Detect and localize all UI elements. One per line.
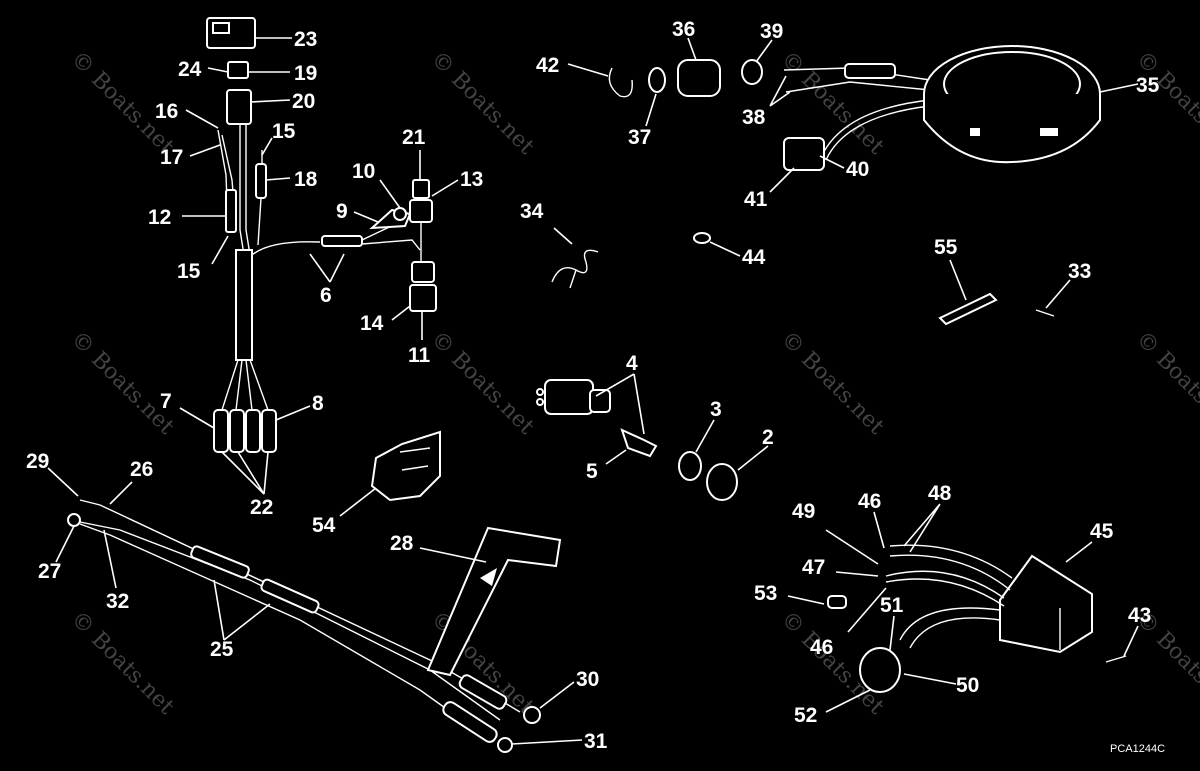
callout-label: 38 bbox=[742, 106, 766, 129]
callout-label: 35 bbox=[1136, 74, 1160, 97]
callout-label: 52 bbox=[794, 704, 817, 727]
callout-label: 39 bbox=[760, 20, 783, 43]
watermark: © Boats.net bbox=[66, 327, 179, 440]
rectifier bbox=[827, 544, 1127, 693]
plate bbox=[938, 292, 998, 326]
callout-label: 29 bbox=[26, 450, 49, 473]
callout-label: 15 bbox=[177, 260, 201, 283]
callout-label: 22 bbox=[250, 496, 273, 519]
callout-label: 44 bbox=[742, 246, 766, 269]
callout-label: 23 bbox=[294, 28, 317, 51]
callout-label: 2 bbox=[762, 426, 774, 449]
screw bbox=[1035, 309, 1055, 317]
callout-label: 30 bbox=[576, 668, 599, 691]
callout-label: 18 bbox=[294, 168, 318, 191]
callout-label: 5 bbox=[586, 460, 598, 483]
callout-label: 27 bbox=[38, 560, 61, 583]
callout-label: 6 bbox=[320, 284, 332, 307]
callout-label: 21 bbox=[402, 126, 426, 149]
callout-label: 49 bbox=[792, 500, 815, 523]
stator-connectors bbox=[608, 59, 931, 171]
callout-label: 55 bbox=[934, 236, 958, 259]
callout-label: 36 bbox=[672, 18, 695, 41]
callout-label: 25 bbox=[210, 638, 234, 661]
callout-label: 40 bbox=[846, 158, 869, 181]
callout-label: 12 bbox=[148, 206, 171, 229]
callout-label: 11 bbox=[408, 344, 431, 367]
callout-label: 31 bbox=[584, 730, 608, 753]
callout-label: 45 bbox=[1090, 520, 1114, 543]
watermark: © Boats.net bbox=[426, 47, 539, 160]
cover bbox=[370, 430, 441, 502]
callout-label: 20 bbox=[292, 90, 315, 113]
callout-label: 28 bbox=[390, 532, 414, 555]
callout-label: 41 bbox=[744, 188, 768, 211]
key-switch bbox=[536, 379, 738, 501]
callout-label: 14 bbox=[360, 312, 384, 335]
watermark: © Boats.net bbox=[66, 607, 179, 720]
callout-label: 16 bbox=[155, 100, 178, 123]
callout-label: 7 bbox=[160, 390, 172, 413]
callout-label: 42 bbox=[536, 54, 559, 77]
callout-label: 47 bbox=[802, 556, 825, 579]
callout-label: 9 bbox=[336, 200, 348, 223]
stator bbox=[923, 45, 1101, 164]
callout-label: 17 bbox=[160, 146, 183, 169]
callout-label: 33 bbox=[1068, 260, 1091, 283]
callout-label: 43 bbox=[1128, 604, 1151, 627]
callout-label: 13 bbox=[460, 168, 483, 191]
callout-label: 34 bbox=[520, 200, 544, 223]
callout-label: 48 bbox=[928, 482, 952, 505]
callout-label: 8 bbox=[312, 392, 324, 415]
washer bbox=[693, 232, 711, 244]
callout-label: 15 bbox=[272, 120, 296, 143]
callout-label: 53 bbox=[754, 582, 777, 605]
watermark: © Boats.net bbox=[776, 327, 889, 440]
spring-clip bbox=[551, 249, 599, 289]
callout-label: 32 bbox=[106, 590, 129, 613]
diagram-code: PCA1244C bbox=[1110, 743, 1165, 755]
callout-labels: 23 24 19 20 16 15 17 18 12 15 21 10 13 9… bbox=[26, 18, 1160, 753]
watermark: © Boats.net bbox=[1131, 327, 1200, 440]
watermark: © Boats.net bbox=[1131, 47, 1200, 160]
callout-label: 46 bbox=[810, 636, 833, 659]
callout-label: 37 bbox=[628, 126, 651, 149]
callout-label: 10 bbox=[352, 160, 375, 183]
callout-label: 46 bbox=[858, 490, 881, 513]
callout-label: 51 bbox=[880, 594, 904, 617]
cable-assembly bbox=[67, 499, 541, 753]
callout-label: 50 bbox=[956, 674, 979, 697]
callout-label: 54 bbox=[312, 514, 336, 537]
callout-label: 4 bbox=[626, 352, 638, 375]
leader-lines bbox=[47, 37, 1139, 745]
callout-label: 3 bbox=[710, 398, 722, 421]
callout-label: 24 bbox=[178, 58, 202, 81]
watermark: © Boats.net bbox=[426, 327, 539, 440]
wiring-harness bbox=[206, 17, 437, 453]
bracket bbox=[426, 526, 562, 677]
callout-label: 19 bbox=[294, 62, 317, 85]
callout-label: 26 bbox=[130, 458, 153, 481]
